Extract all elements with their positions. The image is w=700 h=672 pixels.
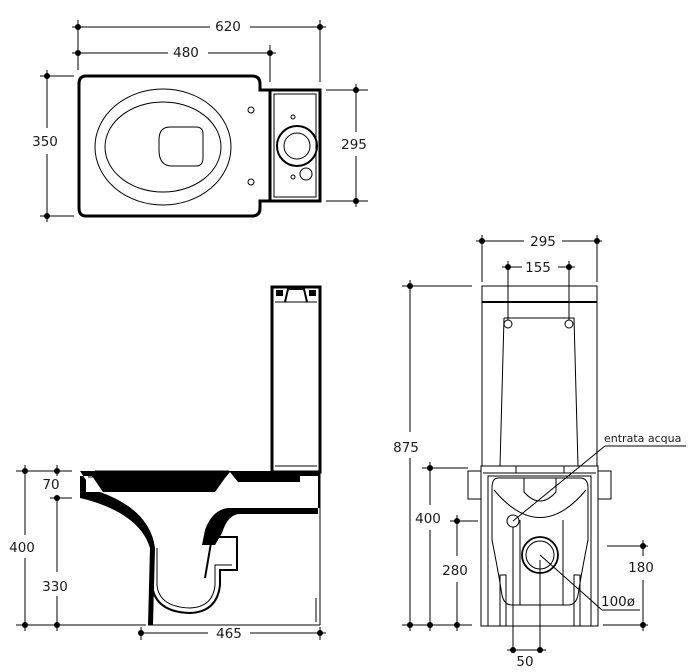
dim-fixing-spacing: 155 [502, 260, 575, 320]
water-inlet-hole [299, 167, 313, 181]
hinge-hole [247, 178, 255, 186]
label-400-side: 400 [9, 540, 35, 556]
cistern-hole [290, 114, 296, 120]
label-50: 50 [516, 654, 533, 670]
label-295-front: 295 [530, 234, 556, 250]
label-water-inlet: entrata acqua [604, 432, 681, 445]
dim-cistern-width: 295 [326, 84, 368, 207]
dim-outlet-center-height: 180 [603, 540, 654, 631]
label-875: 875 [393, 440, 419, 456]
label-280: 280 [442, 563, 468, 579]
label-180: 180 [628, 560, 654, 576]
dim-outlet-height: 330 [42, 498, 68, 631]
dim-bowl-length: 480 [72, 45, 276, 82]
label-480: 480 [173, 45, 199, 61]
top-view: 620 480 350 295 [32, 19, 368, 222]
seat-inner [104, 101, 222, 193]
label-620: 620 [215, 19, 241, 35]
label-465: 465 [216, 626, 242, 642]
hinge-hole [247, 106, 255, 114]
fixing-hole [564, 319, 574, 329]
dim-cistern-width-front: 295 [476, 234, 602, 282]
seat-outer [94, 88, 232, 206]
flush-button-ring [276, 125, 318, 167]
dim-total-height-front: 875 [393, 280, 472, 631]
cistern-hole [290, 174, 296, 180]
bowl-section [80, 471, 320, 625]
flush-button [283, 132, 311, 160]
cistern-side [270, 285, 322, 474]
dim-inlet-outlet-offset: 50 [507, 527, 546, 670]
cistern-front [481, 285, 598, 467]
label-70: 70 [42, 477, 59, 493]
label-100-diameter: 100ø [601, 594, 635, 610]
label-350: 350 [32, 134, 58, 150]
front-view: entrata acqua 100ø 295 155 [393, 234, 686, 670]
dim-rim-thickness: 70 [16, 465, 72, 501]
side-view: 70 400 330 465 [9, 285, 326, 642]
bowl-opening [158, 126, 204, 167]
dim-depth: 465 [138, 626, 326, 642]
dim-inlet-offset-height: 280 [442, 515, 478, 631]
dim-inlet-height: 400 [415, 462, 468, 631]
bowl-flange-right [597, 470, 612, 500]
bowl-flange-left [467, 470, 482, 500]
label-155: 155 [525, 260, 551, 276]
bowl-outline [77, 74, 272, 218]
label-295-top: 295 [341, 137, 367, 153]
cistern-outline [268, 88, 322, 203]
label-330: 330 [42, 579, 68, 595]
fixing-hole [503, 319, 513, 329]
dim-overall-length: 620 [72, 19, 326, 82]
label-400-front: 400 [415, 511, 441, 527]
dim-total-height-side: 400 [9, 465, 146, 631]
dim-bowl-width: 350 [32, 70, 74, 222]
